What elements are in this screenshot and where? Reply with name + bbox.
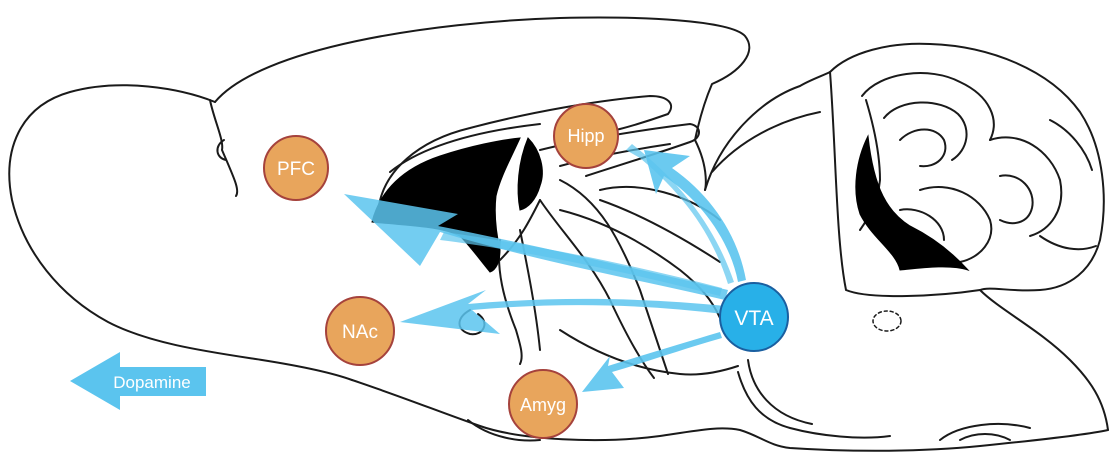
cerebellum-folia-10 <box>1050 120 1092 170</box>
pons-bulge <box>738 372 890 438</box>
ventral-surface <box>352 380 1108 451</box>
arrow-vta-to-nac <box>400 290 726 334</box>
ventral-detail-2 <box>960 434 1010 440</box>
nac-label: NAc <box>342 322 378 343</box>
legend: Dopamine <box>70 352 206 410</box>
node-amyg: Amyg <box>509 370 577 438</box>
pfc-label: PFC <box>277 159 315 180</box>
fourth-ventricle <box>856 136 968 270</box>
cerebellum-outline <box>830 44 1108 430</box>
ventral-detail <box>940 424 1030 440</box>
vta-label: VTA <box>734 307 773 330</box>
arrow-vta-to-amyg <box>582 332 722 392</box>
legend-label: Dopamine <box>113 373 191 392</box>
dashed-nucleus <box>873 311 901 331</box>
hipp-label: Hipp <box>567 126 604 146</box>
cerebellum-folia-9 <box>1040 236 1096 249</box>
node-nac: NAc <box>326 297 394 365</box>
node-hipp: Hipp <box>554 104 618 168</box>
node-vta: VTA <box>720 283 788 351</box>
cerebellum-folia-3 <box>900 130 945 167</box>
node-pfc: PFC <box>264 136 328 200</box>
olfactory-fissure <box>210 100 237 196</box>
amyg-label: Amyg <box>520 395 566 415</box>
pons-bulge-2 <box>748 360 812 424</box>
cerebellum-folia-5 <box>1000 175 1033 223</box>
third-ventricle <box>518 138 542 210</box>
olfactory-bulb-outline <box>9 85 352 380</box>
cerebellum-folia-2 <box>884 102 967 160</box>
